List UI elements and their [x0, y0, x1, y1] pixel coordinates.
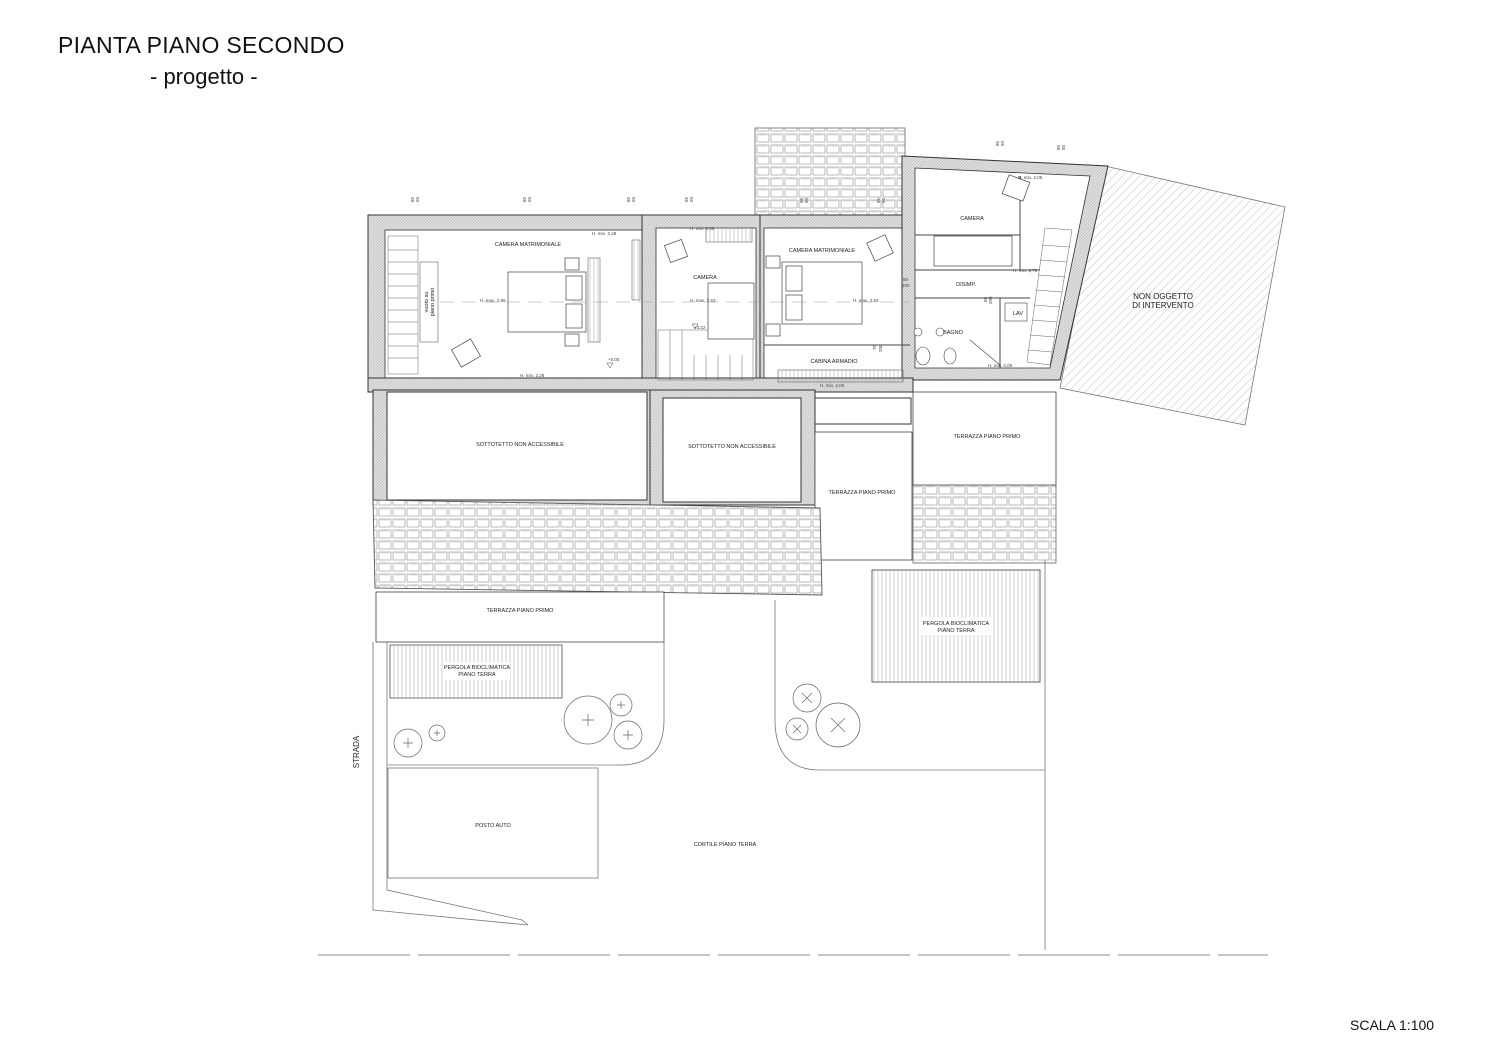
level-label: +0.00 [608, 357, 620, 362]
tree-icons [393, 683, 861, 758]
svg-text:85: 85 [410, 196, 415, 202]
door-dim: 200 [902, 283, 910, 288]
street-label: STRADA [352, 735, 361, 768]
pergola-label-1b: PIANO TERRA [458, 672, 496, 678]
room-label-posto-auto: POSTO AUTO [475, 823, 511, 829]
lav-label: LAV [1013, 311, 1023, 317]
room-label-terrazza-1: TERRAZZA PIANO PRIMO [487, 608, 555, 614]
stairs-middle [657, 329, 754, 381]
room-label-camera-matrimoniale-2: CAMERA MATRIMONIALE [789, 248, 856, 254]
room-label-disimpegno: DISIMP. [956, 282, 976, 288]
door-dim: 200 [878, 344, 883, 352]
armchairs [450, 174, 1031, 368]
vuoto-label-1: vuoto su [424, 292, 430, 313]
svg-text:50: 50 [689, 196, 694, 202]
pergola-label-bg [920, 617, 992, 635]
svg-text:50: 50 [415, 196, 420, 202]
level-label: +3.22 [694, 325, 706, 330]
room-label-cabina-armadio: CABINA ARMADIO [810, 359, 858, 365]
pergola-label-2b: PIANO TERRA [937, 628, 975, 634]
room-label-camera-2: CAMERA [960, 216, 984, 222]
roof-tiles-main [372, 499, 823, 596]
height-label: H. max. 2,63 [853, 298, 879, 303]
svg-text:85: 85 [626, 196, 631, 202]
height-label: H. min. 2,78 [1013, 268, 1038, 273]
building-walls [367, 155, 1109, 393]
wardrobes [587, 227, 904, 383]
terrazza-area [912, 391, 1057, 486]
svg-text:50: 50 [804, 197, 809, 203]
level-marker-icon [691, 323, 699, 330]
site-outline [372, 560, 1046, 950]
excluded-label-1: NON OGGETTO [1133, 292, 1193, 301]
drawing-title: PIANTA PIANO SECONDO [58, 32, 345, 58]
terrazza-area [814, 431, 913, 561]
interior-partitions [764, 176, 1040, 368]
excluded-label-2: DI INTERVENTO [1132, 301, 1194, 310]
vuoto-label-2: piano primo [430, 288, 436, 317]
pergola-label-2a: PERGOLA BIOCLIMATICA [923, 621, 990, 627]
svg-text:50: 50 [527, 196, 532, 202]
sottotetto-areas [372, 389, 912, 506]
height-label: H. min. 2,05 [988, 363, 1013, 368]
drawing-subtitle: - progetto - [150, 64, 258, 89]
room-label-camera-1: CAMERA [693, 275, 717, 281]
height-label: H. min. 2,28 [592, 231, 617, 236]
height-label: H. min. 2,05 [690, 226, 715, 231]
roof-tiles-right [912, 484, 1057, 564]
room-label-sottotetto-2: SOTTOTETTO NON ACCESSIBILE [688, 444, 776, 450]
pergola-label-bg [445, 662, 510, 680]
svg-text:50: 50 [881, 197, 886, 203]
svg-text:85: 85 [799, 197, 804, 203]
door-dim: 70 [872, 344, 877, 350]
height-label: H. max. 2,85 [480, 298, 506, 303]
stairs-left [387, 235, 439, 375]
svg-text:85: 85 [1056, 144, 1061, 150]
svg-text:50: 50 [631, 196, 636, 202]
scale-label: SCALA 1:100 [1350, 1017, 1435, 1033]
room-label-sottotetto-1: SOTTOTETTO NON ACCESSIBILE [476, 442, 564, 448]
room-label-cortile: CORTILE PIANO TERRA [694, 842, 757, 848]
room-label-terrazza-3: TERRAZZA PIANO PRIMO [954, 434, 1022, 440]
height-label: H. min. 2,05 [1018, 175, 1043, 180]
terrazza-area [375, 591, 665, 643]
room-label-camera-matrimoniale-1: CAMERA MATRIMONIALE [495, 242, 562, 248]
roof-tiles-top [754, 127, 906, 216]
beds [507, 235, 1013, 347]
height-label: H. min. 2,05 [820, 383, 845, 388]
svg-text:85: 85 [995, 140, 1000, 146]
height-label: H. min. 2,28 [520, 373, 545, 378]
svg-text:85: 85 [522, 196, 527, 202]
door-dim: 80 [903, 277, 909, 282]
svg-text:50: 50 [1000, 140, 1005, 146]
room-label-bagno: BAGNO [943, 330, 964, 336]
svg-text:85: 85 [876, 197, 881, 203]
pergola-label-1a: PERGOLA BIOCLIMATICA [444, 665, 511, 671]
svg-text:85: 85 [684, 196, 689, 202]
stairs-right [1026, 227, 1073, 366]
door-dim: 200 [988, 296, 993, 304]
door-dim: 60 [983, 296, 988, 302]
bathroom-fixtures [913, 302, 1028, 366]
height-label: H. max. 2,63 [690, 298, 716, 303]
level-marker-icon [606, 362, 614, 369]
svg-text:50: 50 [1061, 144, 1066, 150]
room-label-terrazza-2: TERRAZZA PIANO PRIMO [829, 490, 897, 496]
